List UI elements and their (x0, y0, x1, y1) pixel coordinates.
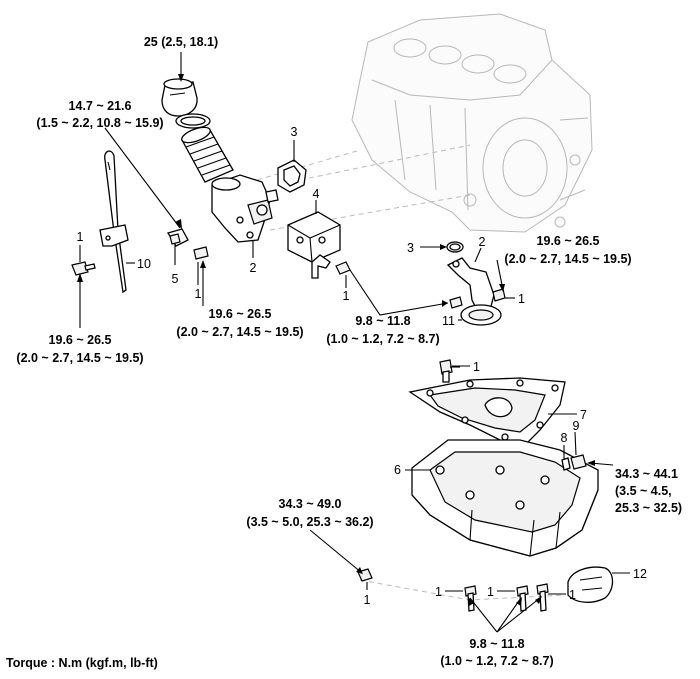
torque-filter-mount-line2: (1.5 ~ 2.2, 10.8 ~ 15.9) (36, 116, 163, 130)
callout-10-gauge: 10 (137, 257, 151, 271)
callout-1-pan-bolt-b: 1 (487, 585, 494, 599)
torque-pan-bolts-line1: 9.8 ~ 11.8 (469, 637, 524, 651)
torque-strainer-bolt-line1: 19.6 ~ 26.5 (537, 234, 600, 248)
oil-pressure-switch (166, 228, 189, 247)
callout-numbers: 3 4 1 10 5 1 2 1 3 2 1 11 1 7 8 9 6 12 1… (77, 125, 647, 607)
oil-strainer (446, 257, 502, 326)
callout-9: 9 (573, 419, 580, 433)
torque-unit-footer: Torque : N.m (kgf.m, lb-ft) (6, 656, 158, 670)
callout-11-strainer: 11 (442, 314, 455, 328)
callout-6-oil-pan: 6 (394, 463, 401, 477)
strainer-o-ring (446, 241, 464, 253)
callout-1-pan-bolt-c: 1 (569, 588, 576, 602)
leader-lines (77, 52, 630, 633)
callout-4-oil-cooler: 4 (313, 187, 320, 201)
oil-filter-element (181, 126, 234, 183)
filter-housing-bolt (193, 246, 209, 260)
callout-7-baffle: 7 (580, 408, 587, 422)
pan-bolts (357, 568, 549, 612)
torque-pan-line1: 34.3 ~ 49.0 (279, 497, 342, 511)
oil-pan-baffle (408, 377, 566, 446)
lower-oil-pan (411, 439, 599, 557)
callout-1-pan-bolt-left: 1 (364, 593, 371, 607)
oil-filter-cap (161, 78, 198, 117)
callout-1-housing-bolt: 1 (195, 287, 202, 301)
torque-strainer-bolt-line2: (2.0 ~ 2.7, 14.5 ~ 19.5) (504, 252, 631, 266)
oil-filter-housing (211, 174, 279, 243)
callout-12-sensor: 12 (633, 567, 647, 581)
filter-housing-gasket (277, 159, 307, 193)
callout-5-switch: 5 (172, 272, 179, 286)
callout-3-o-ring: 3 (407, 241, 414, 255)
strainer-bolts (449, 288, 506, 309)
torque-housing-line1: 19.6 ~ 26.5 (209, 307, 272, 321)
callout-1-cooler-pipe: 1 (343, 289, 350, 303)
engine-block-outline (351, 13, 593, 233)
callout-2-housing: 2 (250, 261, 257, 275)
oil-filter-o-ring (175, 113, 211, 129)
gauge-bolt (71, 261, 96, 276)
callout-8: 8 (561, 431, 568, 445)
torque-drain-line2: (3.5 ~ 4.5, (615, 484, 672, 498)
torque-strainer-line2: (1.0 ~ 1.2, 7.2 ~ 8.7) (326, 332, 439, 346)
torque-housing-line2: (2.0 ~ 2.7, 14.5 ~ 19.5) (176, 325, 303, 339)
oil-level-gauge (99, 150, 129, 294)
baffle-bolt (439, 359, 453, 383)
torque-filter-mount-line1: 14.7 ~ 21.6 (69, 99, 132, 113)
torque-strainer-line1: 9.8 ~ 11.8 (355, 314, 410, 328)
torque-drain-line3: 25.3 ~ 32.5) (615, 501, 682, 515)
callout-2-strainer: 2 (479, 235, 486, 249)
callout-1-strainer-bolt: 1 (518, 292, 525, 306)
cooler-pipe (311, 254, 351, 279)
oil-cooler (287, 211, 341, 263)
torque-filter-cap: 25 (2.5, 18.1) (144, 35, 218, 49)
torque-pan-line2: (3.5 ~ 5.0, 25.3 ~ 36.2) (246, 515, 373, 529)
callout-1-gauge: 1 (77, 230, 84, 244)
callout-3-gasket: 3 (291, 125, 298, 139)
torque-gauge-line2: (2.0 ~ 2.7, 14.5 ~ 19.5) (16, 351, 143, 365)
torque-labels: 25 (2.5, 18.1) 14.7 ~ 21.6 (1.5 ~ 2.2, 1… (16, 35, 682, 668)
torque-drain-line1: 34.3 ~ 44.1 (615, 467, 678, 481)
callout-1-baffle-bolt: 1 (473, 360, 480, 374)
torque-pan-bolts-line2: (1.0 ~ 1.2, 7.2 ~ 8.7) (440, 654, 553, 668)
oil-level-sensor (567, 566, 614, 603)
callout-1-pan-bolt-a: 1 (435, 585, 442, 599)
drain-plug (561, 454, 587, 471)
torque-gauge-line1: 19.6 ~ 26.5 (49, 333, 112, 347)
